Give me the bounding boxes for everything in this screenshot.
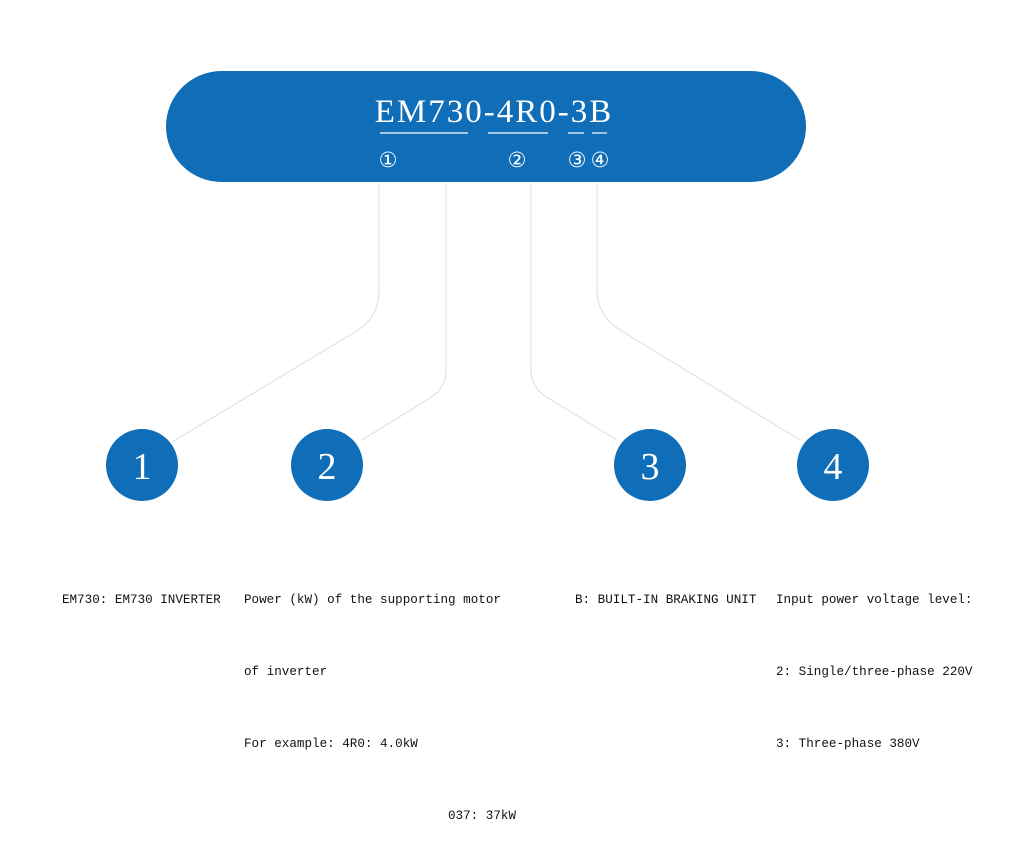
connector-lines [171, 185, 801, 443]
callout-number-3: 3 [641, 446, 660, 488]
model-code-text: EM730-4R0-3B [375, 94, 614, 130]
connector-2 [361, 185, 447, 441]
description-line: 2: Single/three-phase 220V [776, 665, 973, 679]
segment-marker-2: ② [508, 148, 527, 172]
description-line: of inverter [244, 665, 328, 679]
description-line: Power (kW) of the supporting motor [244, 593, 501, 607]
segment-marker-3: ③ [568, 148, 587, 172]
description-2: Power (kW) of the supporting motor of in… [244, 540, 516, 852]
description-1: EM730: EM730 INVERTER [62, 540, 221, 636]
description-line: B: BUILT-IN BRAKING UNIT [575, 593, 757, 607]
connector-1 [171, 185, 380, 443]
segment-marker-1: ① [379, 148, 398, 172]
model-code-diagram: EM730-4R0-3B ① ② ③ ④ 1 2 3 4 [106, 71, 869, 501]
connector-3 [530, 185, 618, 441]
description-3: B: BUILT-IN BRAKING UNIT [575, 540, 756, 636]
description-line: 037: 37kW [448, 809, 517, 823]
callout-circle-1 [106, 429, 178, 501]
connector-4 [596, 185, 801, 441]
description-line: Input power voltage level: [776, 593, 973, 607]
segment-marker-4: ④ [591, 148, 610, 172]
description-line: 3: Three-phase 380V [776, 737, 920, 751]
description-4: Input power voltage level: 2: Single/thr… [776, 540, 973, 780]
model-code-banner [166, 71, 806, 182]
callout-number-4: 4 [824, 446, 843, 488]
callout-number-1: 1 [133, 446, 152, 488]
callout-circle-4 [797, 429, 869, 501]
callout-circle-2 [291, 429, 363, 501]
description-line: For example: 4R0: 4.0kW [244, 737, 418, 751]
callout-circle-3 [614, 429, 686, 501]
callout-number-2: 2 [318, 446, 337, 488]
description-line: EM730: EM730 INVERTER [62, 593, 221, 607]
